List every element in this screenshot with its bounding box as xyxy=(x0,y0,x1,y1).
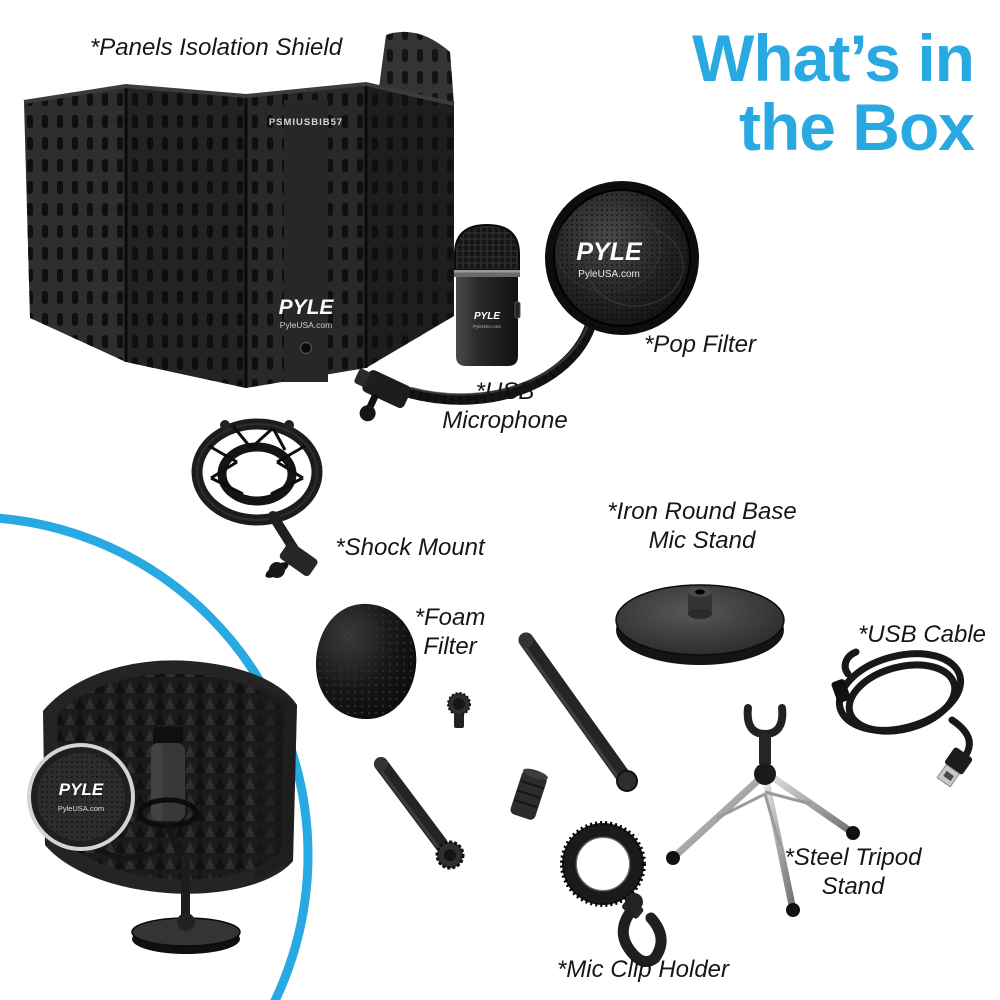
usb-cable-illustration xyxy=(831,648,973,788)
gooseneck-clamp xyxy=(354,368,411,422)
assembled-pop-filter: PYLE PyleUSA.com xyxy=(27,743,135,851)
blue-arc-decoration xyxy=(0,513,313,1000)
brand-site-text: PyleUSA.com xyxy=(578,269,640,280)
usb-connector-icon xyxy=(936,747,973,788)
page-title: What’s in the Box xyxy=(692,21,975,164)
label-steel-tripod-stand: *Steel Tripod Stand xyxy=(784,844,922,901)
round-base-illustration xyxy=(615,584,785,665)
thread-adapter-illustration xyxy=(510,768,548,820)
model-number-text: PSMIUSBIB57 xyxy=(269,117,343,128)
brand-logo-text: PYLE xyxy=(576,238,643,266)
label-usb-cable: *USB Cable xyxy=(857,621,987,648)
label-iron-round-base-mic-stand: *Iron Round Base Mic Stand xyxy=(607,498,797,555)
pop-filter-illustration: PYLE PyleUSA.com xyxy=(354,181,699,422)
label-isolation-shield: *Panels Isolation Shield xyxy=(89,34,343,61)
assembled-setup-illustration: PYLE PyleUSA.com xyxy=(27,660,297,954)
usb-microphone-illustration: PYLE PyleUSA.com xyxy=(454,223,521,366)
brand-logo-text: PYLE xyxy=(59,780,104,799)
brand-logo-text: PYLE xyxy=(474,311,500,322)
isolation-shield-illustration: PSMIUSBIB57 PYLE PyleUSA.com xyxy=(23,31,455,388)
screw-adapter-illustration xyxy=(447,692,471,728)
brand-site-text: PyleUSA.com xyxy=(58,804,104,813)
label-shock-mount: *Shock Mount xyxy=(335,534,485,561)
screw-icon xyxy=(299,341,313,355)
tripod-stand-illustration xyxy=(666,704,860,917)
title-line-1: What’s in xyxy=(692,21,975,95)
title-line-2: the Box xyxy=(738,89,975,164)
mic-clip-illustration xyxy=(560,821,667,967)
label-mic-clip-holder: *Mic Clip Holder xyxy=(556,956,730,983)
brand-logo-text: PYLE xyxy=(279,296,335,319)
label-usb-microphone: *USB Microphone xyxy=(442,378,568,435)
label-foam-filter: *Foam Filter xyxy=(414,604,486,661)
elastic-bands xyxy=(208,425,306,496)
boom-rod-long-illustration xyxy=(518,632,638,792)
brand-site-text: PyleUSA.com xyxy=(473,324,501,329)
assembled-mic xyxy=(137,727,199,861)
boom-rod-short-illustration xyxy=(374,757,465,870)
shock-mount-illustration xyxy=(191,418,323,578)
label-pop-filter: *Pop Filter xyxy=(643,331,757,358)
foam-filter-illustration xyxy=(315,603,417,720)
brand-site-text: PyleUSA.com xyxy=(280,320,332,330)
